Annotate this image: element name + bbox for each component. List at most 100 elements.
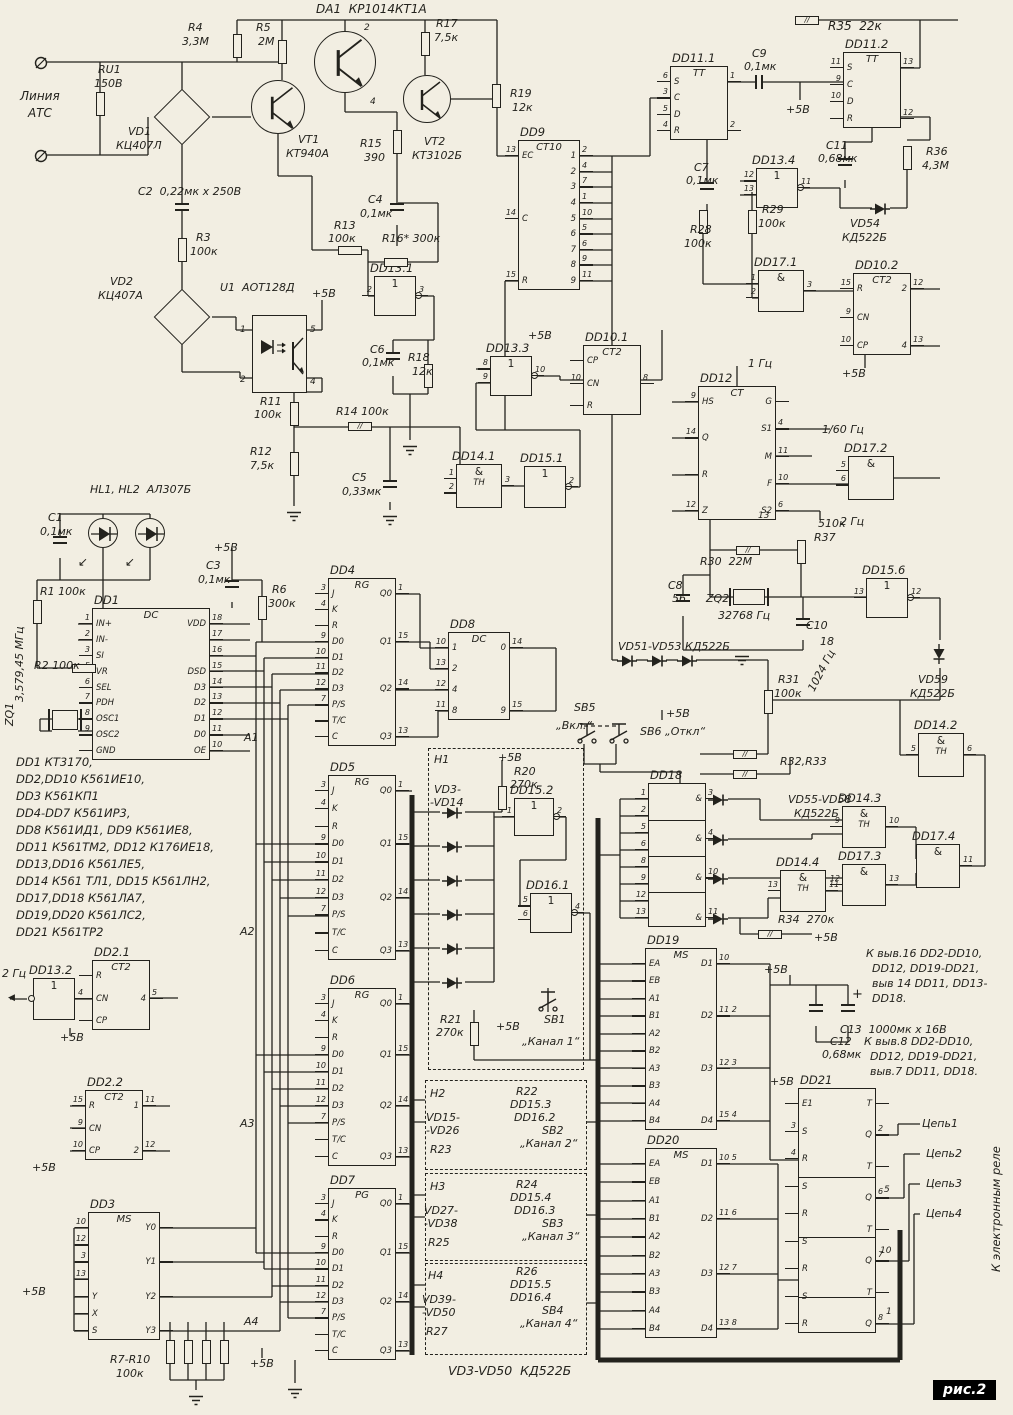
- pin-stub: [785, 1130, 798, 1132]
- pin-number: 8: [84, 708, 90, 718]
- pin-stub: [717, 1120, 730, 1122]
- pin-stub: [315, 1054, 328, 1056]
- pin-stub: [315, 1203, 328, 1205]
- text-label: +5В: [764, 963, 788, 976]
- pin-label: Q1: [379, 1050, 392, 1060]
- pin-stub: [518, 918, 530, 921]
- resistor-R13: [338, 246, 362, 255]
- text-label: VD1: [128, 125, 151, 138]
- text-label: R22: [516, 1085, 538, 1098]
- pin-stub: [505, 155, 518, 157]
- pin-label: D0: [332, 636, 344, 647]
- resistor-power-mark: ∕∕: [357, 421, 363, 430]
- pin-number: 14: [398, 1291, 409, 1300]
- pin-label: D2: [701, 1214, 713, 1224]
- text-label: R27: [426, 1325, 448, 1338]
- pin-label: D0: [332, 1050, 344, 1060]
- text-label: 100к: [328, 232, 356, 245]
- pin-stub: [876, 1134, 889, 1136]
- pin-number: 12: [315, 1095, 326, 1104]
- resistor-R16: [384, 258, 408, 267]
- pin-number: 13: [903, 57, 914, 66]
- pin-stub: [632, 980, 645, 982]
- parts-list-line: DD19,DD20 К561ЛС2,: [16, 908, 146, 922]
- pin-label: T/C: [332, 1329, 346, 1340]
- pin-number: 12: [685, 500, 696, 509]
- pin-label: D: [674, 109, 681, 120]
- text-label: 2М: [258, 35, 275, 48]
- text-label: 2: [364, 23, 370, 33]
- pin-stub: [315, 608, 328, 611]
- pin-number: 11: [315, 1078, 326, 1087]
- pin-number: 15: [505, 270, 516, 279]
- gate-symbol: &: [859, 808, 869, 820]
- pin-label: 8: [452, 706, 458, 716]
- capacitor-plate: [676, 600, 690, 602]
- pin-label: C: [332, 1346, 338, 1356]
- ic-id-label: DD12: [700, 371, 733, 385]
- text-label: К выв.8 DD2-DD10,: [864, 1035, 974, 1048]
- pin-stub: [570, 382, 583, 384]
- text-label: C2 0,22мк x 250В: [138, 185, 242, 198]
- pin-stub: [315, 843, 328, 845]
- text-label: R32,R33: [780, 755, 827, 768]
- pin-number: 11 6: [719, 1208, 737, 1217]
- text-label: 0,68мк: [822, 1048, 862, 1061]
- pin-stub: [570, 405, 583, 407]
- pin-number: 12: [435, 679, 446, 688]
- pin-stub: [785, 1158, 798, 1160]
- ic-function-label: DC: [471, 634, 487, 645]
- pin-stub: [79, 686, 92, 688]
- pin-number: 3: [662, 87, 668, 97]
- pin-number: 1: [750, 273, 756, 282]
- text-label: 270к: [436, 1026, 464, 1039]
- pin-stub: [746, 283, 758, 285]
- ic-section-divider: [649, 892, 705, 894]
- pin-stub: [315, 932, 328, 934]
- pin-label: D3: [332, 892, 344, 903]
- ic-function-label: TT: [692, 68, 706, 79]
- pin-label: R: [522, 276, 528, 286]
- pin-number: 15 4: [719, 1110, 737, 1119]
- ground-symbol: [401, 442, 419, 456]
- ground-symbol: [187, 1392, 205, 1406]
- pin-label: Q3: [379, 1346, 392, 1356]
- optocoupler-U1: [252, 315, 307, 393]
- pin-label: CP: [857, 341, 869, 351]
- ic-id-label: DD4: [330, 563, 356, 577]
- pin-label: 8: [570, 260, 576, 271]
- pin-stub: [396, 1203, 409, 1205]
- text-label: КД522Б: [842, 231, 887, 244]
- pin-label: T: [866, 1161, 872, 1172]
- text-label: КЦ407А: [98, 289, 143, 302]
- pin-label: A3: [649, 1063, 661, 1074]
- crystal-plate: [48, 709, 50, 731]
- pin-label: D3: [701, 1269, 713, 1279]
- capacitor-plate: [390, 203, 404, 205]
- pin-stub: [830, 67, 843, 69]
- pin-stub: [315, 1071, 328, 1073]
- pin-stub: [685, 510, 698, 512]
- text-label: К электронным реле: [989, 1146, 1003, 1272]
- pin-label: G: [765, 397, 772, 407]
- pin-stub: [396, 1350, 409, 1352]
- pin-stub: [75, 1330, 88, 1332]
- capacitor-plate: [53, 542, 67, 544]
- channel-block-H2: [425, 1080, 587, 1170]
- resistor-power-mark: ∕∕: [745, 545, 751, 554]
- pin-label: A4: [649, 1305, 661, 1316]
- resistor-R12: [290, 452, 299, 476]
- text-label: выв.7 DD11, DD18.: [870, 1065, 979, 1078]
- ic-id-label: DD19: [647, 933, 680, 947]
- text-label: 56: [672, 592, 686, 605]
- text-label: VD2: [110, 275, 133, 288]
- text-label: КТ3102Б: [412, 149, 463, 162]
- pin-number: 9: [582, 254, 588, 264]
- pin-number: 10: [830, 91, 841, 100]
- pin-stub: [876, 1103, 889, 1105]
- inverter-bubble: [28, 995, 35, 1002]
- figure-label: рис.2: [933, 1380, 997, 1400]
- pin-number: 4: [78, 988, 84, 997]
- text-label: 7,5к: [250, 459, 275, 472]
